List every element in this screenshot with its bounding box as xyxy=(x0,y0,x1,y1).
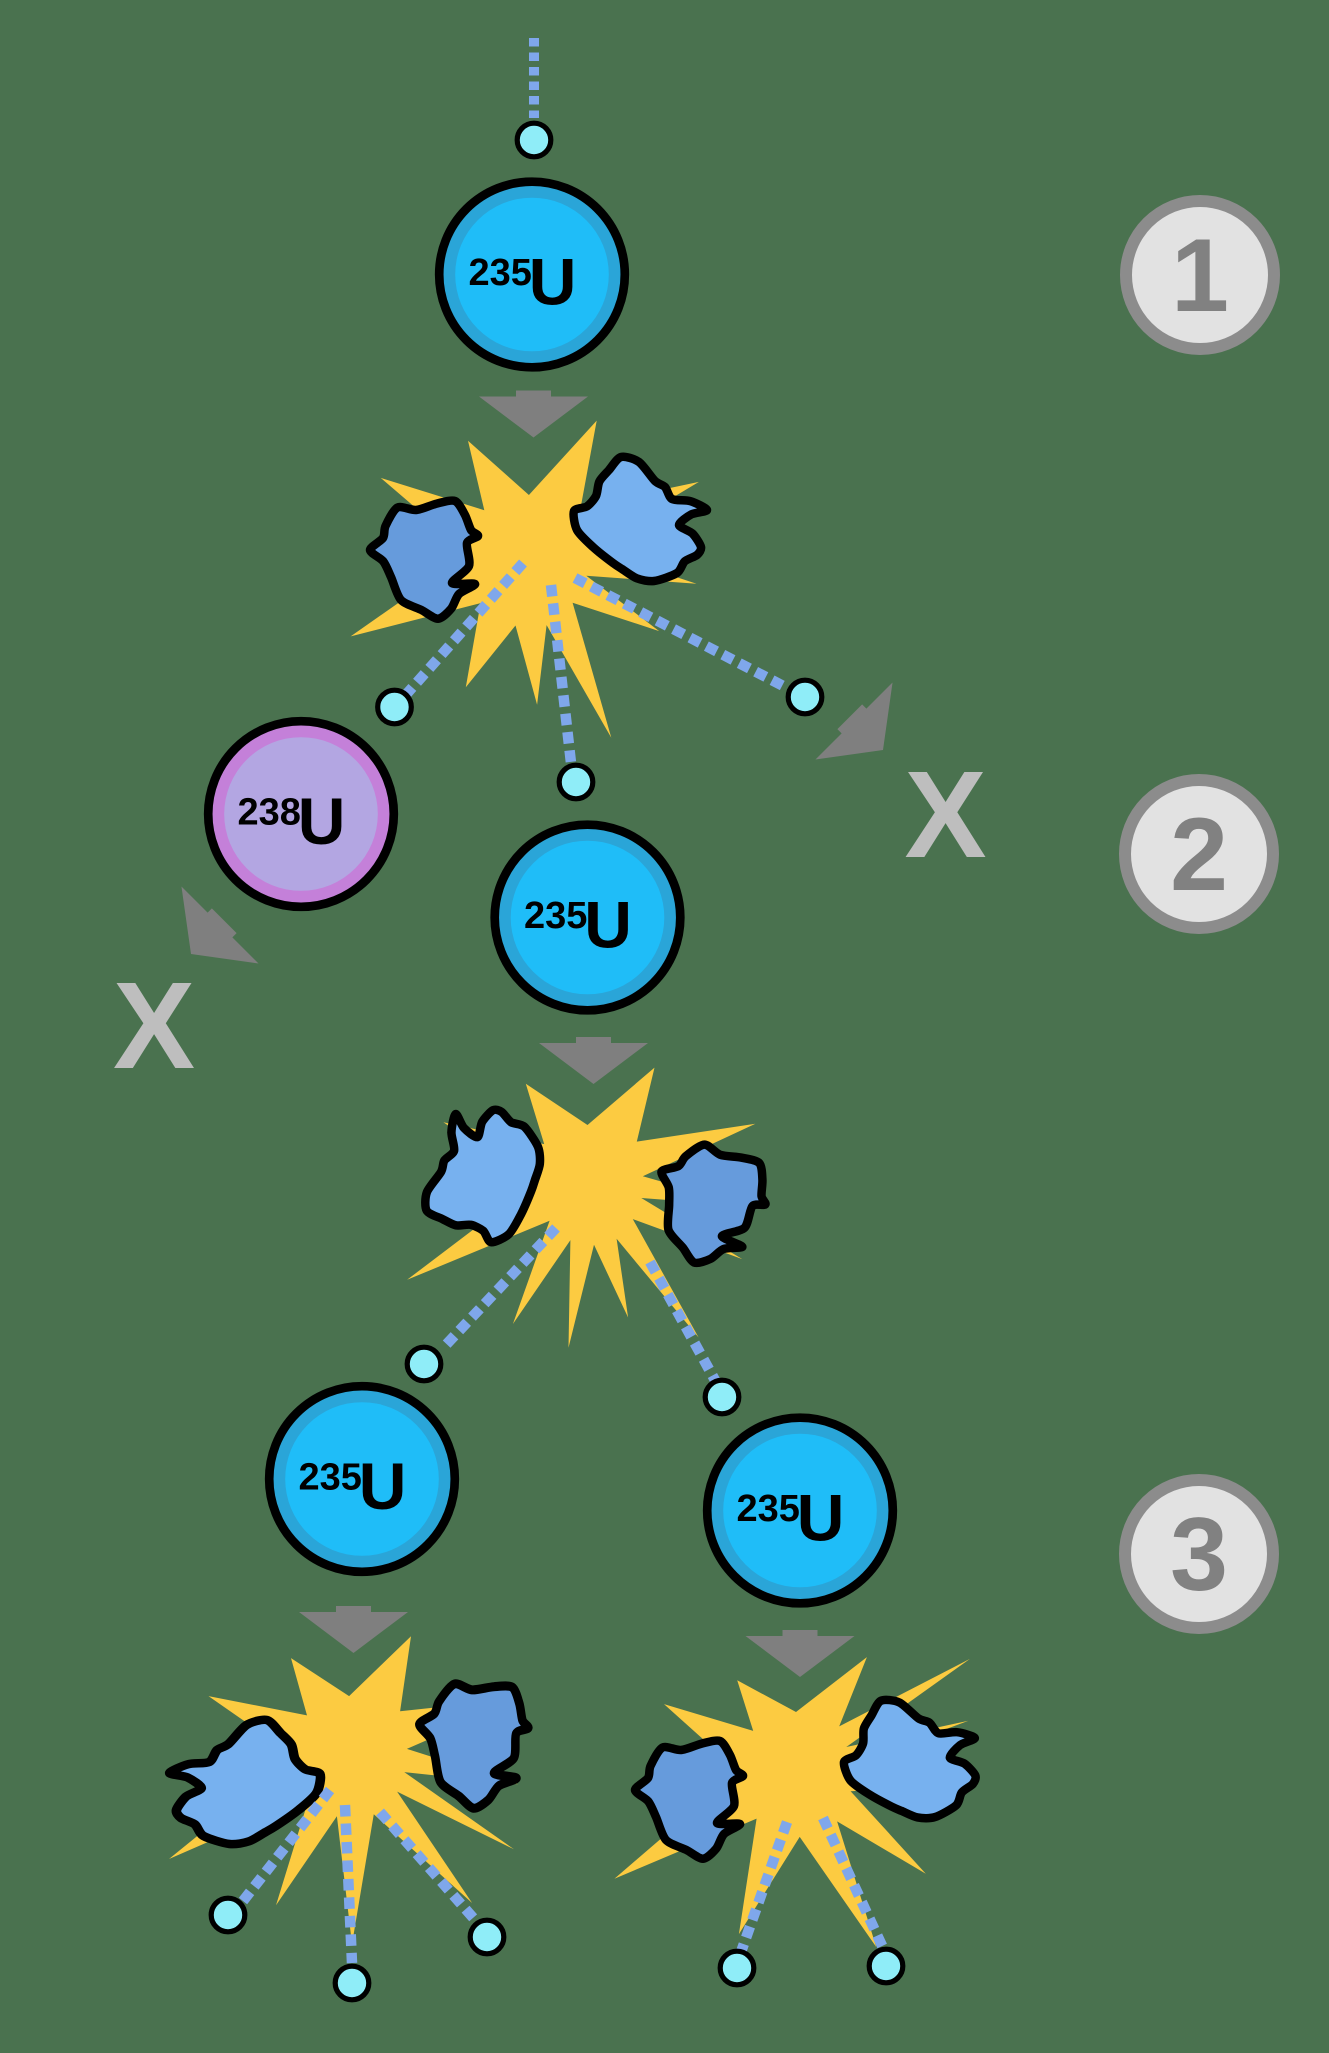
svg-text:U: U xyxy=(298,784,346,858)
svg-text:238: 238 xyxy=(238,792,301,834)
svg-text:U: U xyxy=(797,1481,845,1555)
svg-text:U: U xyxy=(359,1449,407,1523)
svg-text:X: X xyxy=(904,747,986,884)
svg-text:235: 235 xyxy=(737,1488,800,1530)
svg-text:3: 3 xyxy=(1170,1497,1228,1613)
svg-text:1: 1 xyxy=(1171,218,1229,334)
svg-text:U: U xyxy=(529,245,577,319)
svg-text:2: 2 xyxy=(1170,797,1228,913)
svg-text:235: 235 xyxy=(299,1457,362,1499)
svg-text:U: U xyxy=(584,888,632,962)
svg-text:235: 235 xyxy=(469,252,532,294)
svg-text:X: X xyxy=(113,958,195,1095)
svg-text:235: 235 xyxy=(524,895,587,937)
